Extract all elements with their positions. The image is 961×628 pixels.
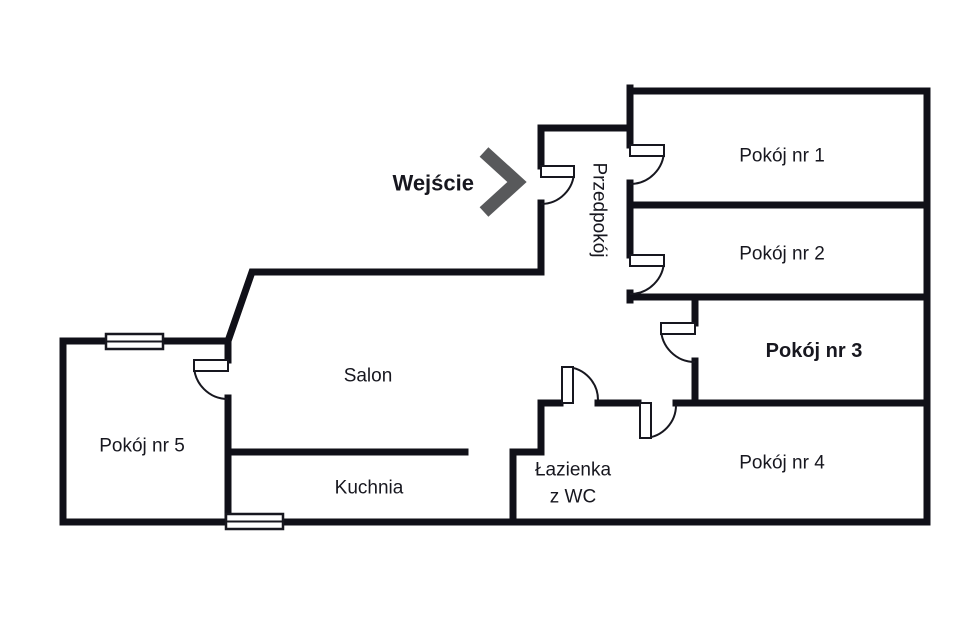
room-label-kuchnia: Kuchnia	[335, 478, 404, 499]
door-leaf	[561, 366, 574, 404]
door-leaf	[629, 254, 665, 267]
window-marker-pokoj-5	[104, 332, 165, 351]
door-leaf	[639, 402, 652, 439]
door-entrance	[540, 165, 575, 205]
room-label-salon: Salon	[344, 366, 393, 387]
door-pokoj-5	[193, 359, 229, 400]
room-label-pokoj-4: Pokój nr 4	[739, 453, 825, 474]
door-leaf	[540, 165, 575, 178]
door-leaf	[629, 144, 665, 157]
door-pokoj-1	[629, 144, 665, 185]
window-marker-kuchnia	[224, 512, 285, 531]
room-label-przedpokoj: Przedpokój	[589, 162, 610, 257]
room-label-lazienka-line1: Łazienka	[535, 460, 611, 481]
chevron-right-icon	[479, 147, 527, 217]
door-pokoj-2	[629, 254, 665, 295]
door-leaf	[193, 359, 229, 372]
door-pokoj-4	[639, 402, 678, 439]
door-leaf	[660, 322, 696, 335]
door-lazienka	[561, 366, 600, 404]
room-label-pokoj-1: Pokój nr 1	[739, 146, 825, 167]
room-label-pokoj-2: Pokój nr 2	[739, 244, 825, 265]
walls	[59, 84, 931, 526]
room-label-pokoj-5: Pokój nr 5	[99, 436, 185, 457]
room-label-pokoj-3: Pokój nr 3	[766, 340, 863, 362]
room-label-lazienka-line2: z WC	[550, 487, 596, 508]
entrance-label: Wejście	[392, 171, 474, 196]
door-pokoj-3	[660, 322, 696, 363]
